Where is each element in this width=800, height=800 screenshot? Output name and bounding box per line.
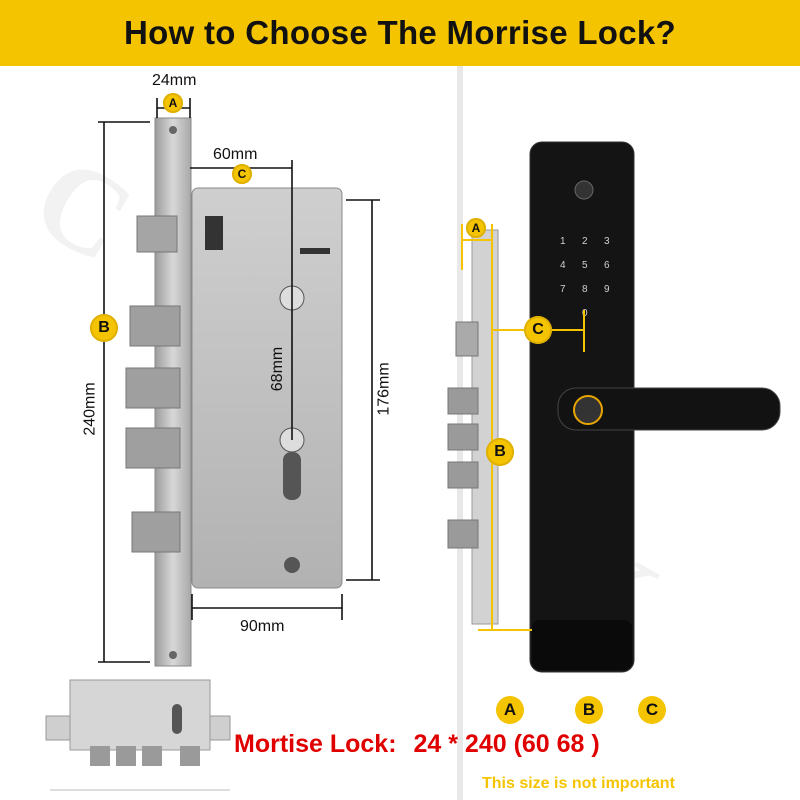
dim-240-label: 240mm: [81, 382, 99, 436]
badge-a-right: A: [466, 218, 486, 238]
dim-176-label: 176mm: [375, 362, 393, 416]
size-note: This size is not important: [482, 775, 675, 792]
svg-text:7: 7: [560, 284, 566, 295]
dim-c-label: 60mm: [213, 146, 258, 163]
mortise-spec: Mortise Lock: 24 * 240 (60 68 ): [234, 730, 600, 759]
svg-text:9: 9: [604, 284, 610, 295]
caption-c: C: [638, 696, 666, 724]
badge-b-left: B: [90, 314, 118, 342]
svg-text:3: 3: [604, 236, 610, 247]
dim-90-label: 90mm: [240, 618, 285, 635]
svg-text:8: 8: [582, 284, 588, 295]
spec-label: Mortise Lock:: [234, 730, 397, 758]
page-title: How to Choose The Morrise Lock?: [123, 14, 676, 51]
badge-c-right: C: [524, 316, 552, 344]
caption-a: A: [496, 696, 524, 724]
badge-a-left: A: [163, 93, 183, 113]
svg-text:4: 4: [560, 260, 566, 271]
caption-b: B: [575, 696, 603, 724]
svg-text:1: 1: [560, 236, 566, 247]
svg-text:2: 2: [582, 236, 588, 247]
svg-text:5: 5: [582, 260, 588, 271]
dim-68-label: 68mm: [269, 346, 287, 392]
badge-c-left: C: [232, 164, 252, 184]
title-banner: How to Choose The Morrise Lock?: [0, 0, 800, 66]
spec-value: 24 * 240 (60 68 ): [413, 730, 600, 758]
svg-text:6: 6: [604, 260, 610, 271]
dim-a-label: 24mm: [152, 72, 197, 89]
badge-b-right: B: [486, 438, 514, 466]
